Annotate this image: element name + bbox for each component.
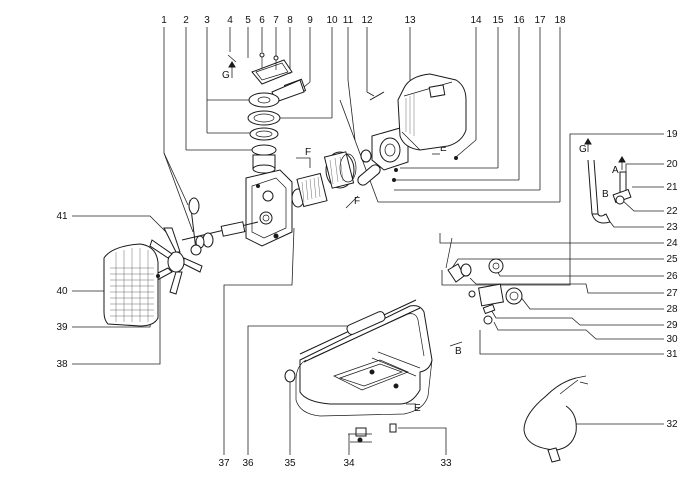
view-marker-f-upper: F (305, 147, 311, 158)
callout-29: 29 (666, 320, 678, 331)
callouts-right: 19 20 21 22 23 24 25 26 27 28 29 30 31 3… (666, 129, 678, 430)
callout-8: 8 (287, 15, 293, 26)
view-marker-g-right: G (579, 144, 587, 155)
callout-4: 4 (227, 15, 233, 26)
callout-11: 11 (343, 15, 354, 26)
callout-27: 27 (666, 288, 678, 299)
callout-28: 28 (666, 304, 678, 315)
callout-6: 6 (259, 15, 265, 26)
callout-19: 19 (666, 129, 678, 140)
view-marker-f-lower: F (354, 196, 360, 207)
callout-2: 2 (183, 15, 189, 26)
callout-33: 33 (440, 458, 452, 469)
callout-14: 14 (470, 15, 482, 26)
callout-35: 35 (284, 458, 296, 469)
callout-23: 23 (666, 222, 678, 233)
callout-15: 15 (492, 15, 504, 26)
leader-lines-bottom (223, 227, 447, 455)
view-markers: G G F F E E A B B (222, 61, 626, 414)
callout-30: 30 (666, 334, 678, 345)
callouts-bottom: 37 36 35 34 33 (218, 458, 452, 469)
callout-38: 38 (56, 359, 68, 370)
callout-34: 34 (343, 458, 355, 469)
callout-5: 5 (245, 15, 251, 26)
motor-cover (397, 73, 467, 160)
crankcase (245, 169, 293, 247)
carry-frame (284, 299, 433, 417)
pressure-switch-assembly (445, 237, 523, 325)
callout-16: 16 (513, 15, 525, 26)
callout-31: 31 (666, 349, 678, 360)
callout-26: 26 (666, 271, 678, 282)
callout-41: 41 (56, 211, 68, 222)
callout-22: 22 (666, 206, 678, 217)
leader-lines-right (439, 133, 664, 425)
callout-21: 21 (666, 182, 678, 193)
callout-13: 13 (404, 15, 416, 26)
electric-motor (291, 149, 381, 208)
drain-valve (587, 159, 632, 224)
callouts-top: 1 2 3 4 5 6 7 8 9 10 11 12 13 14 15 16 1… (161, 15, 566, 26)
callout-20: 20 (666, 159, 678, 170)
valve-plate-assembly (227, 52, 307, 174)
callout-9: 9 (307, 15, 313, 26)
callout-40: 40 (56, 286, 68, 297)
view-marker-b-right: B (602, 189, 609, 200)
callout-17: 17 (534, 15, 546, 26)
fan-cover (103, 243, 160, 327)
view-marker-e-lower: E (414, 403, 421, 414)
callout-1: 1 (161, 15, 167, 26)
callout-3: 3 (204, 15, 210, 26)
view-marker-g-upper: G (222, 70, 230, 81)
callout-24: 24 (666, 238, 678, 249)
rubber-feet (348, 423, 397, 443)
callout-32: 32 (666, 419, 678, 430)
callout-36: 36 (242, 458, 254, 469)
callout-37: 37 (218, 458, 230, 469)
view-marker-e-upper: E (440, 143, 447, 154)
power-cable (523, 375, 589, 463)
view-marker-b-lower: B (455, 346, 462, 357)
callout-10: 10 (326, 15, 338, 26)
view-marker-a: A (612, 165, 619, 176)
crankshaft (181, 197, 259, 256)
callout-25: 25 (666, 254, 678, 265)
callout-18: 18 (554, 15, 566, 26)
leader-lines-top (163, 27, 561, 233)
callout-39: 39 (56, 322, 68, 333)
leader-lines-left (72, 215, 173, 365)
callout-7: 7 (273, 15, 279, 26)
callouts-left: 41 40 39 38 (56, 211, 68, 370)
callout-12: 12 (361, 15, 373, 26)
